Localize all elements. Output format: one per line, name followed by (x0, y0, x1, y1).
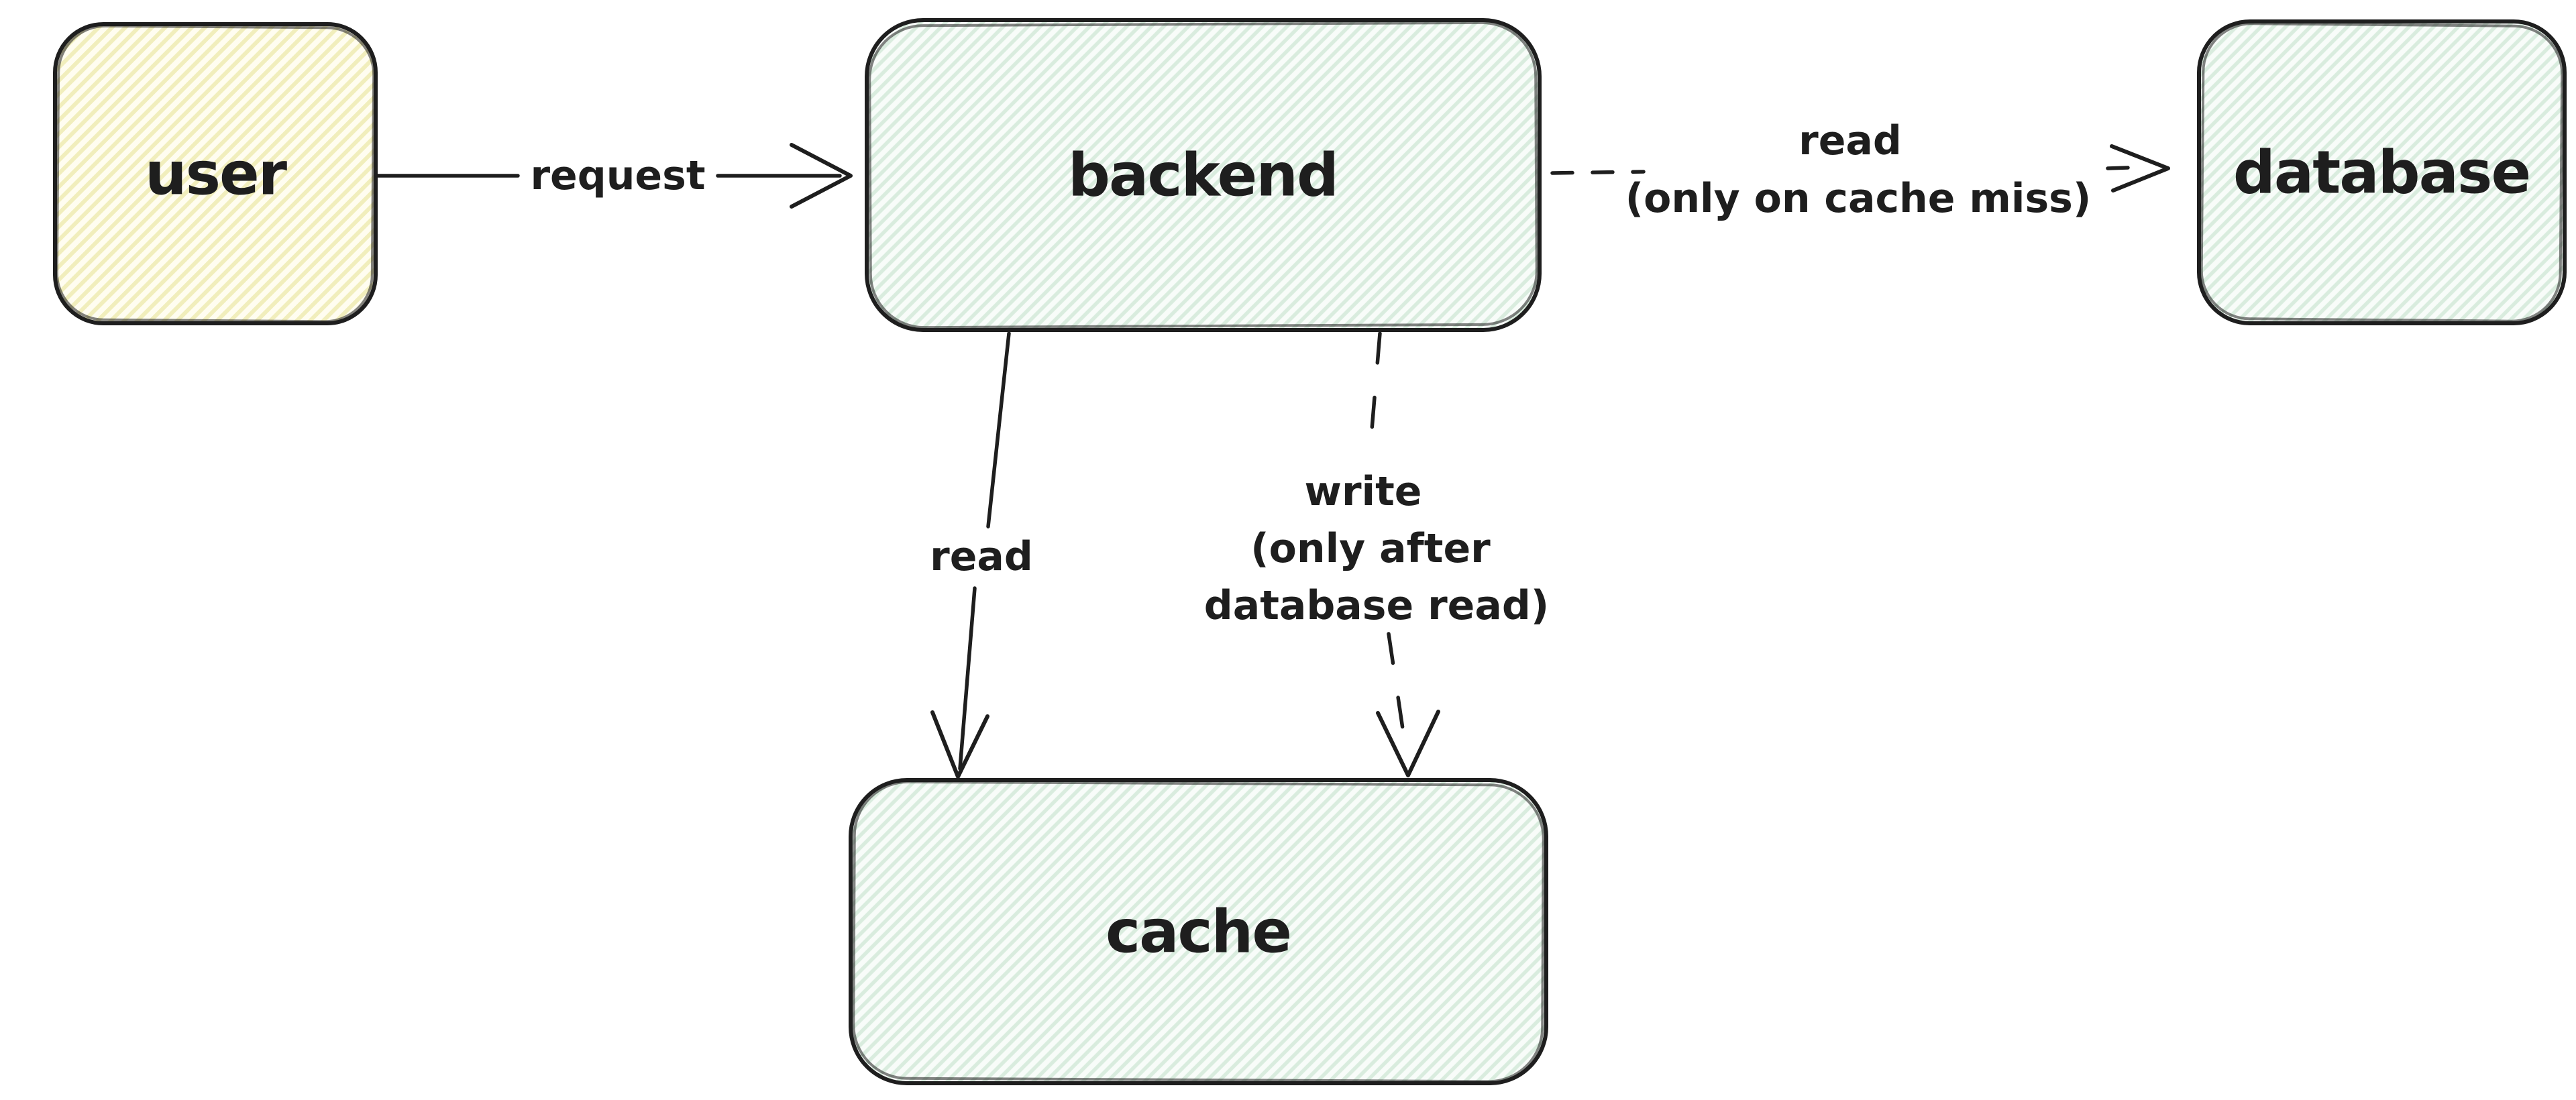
node-cache[interactable]: cache (849, 778, 1548, 1085)
node-cache-hatch (851, 780, 1546, 1083)
node-backend-hatch (867, 20, 1540, 330)
node-database-label: database (2233, 138, 2530, 207)
edge-cache-write-label-line1: write (1305, 468, 1422, 515)
edge-cache-read-line-bottom (958, 586, 977, 771)
node-database-border-overdraw (2200, 22, 2564, 323)
edge-backend-to-cache-write[interactable]: write (only after database read) (1204, 331, 1549, 777)
edge-db-read-arrowhead-icon (2110, 144, 2170, 192)
edge-cache-write-arrowhead-icon (1376, 710, 1440, 777)
node-user-border-overdraw (55, 24, 376, 323)
node-cache-border (849, 778, 1548, 1085)
edge-cache-read-label: read (930, 533, 1033, 580)
node-backend-label: backend (1068, 141, 1338, 210)
edge-db-read-line-left (1550, 170, 1646, 175)
edge-cache-read-line-top (986, 331, 1011, 529)
edge-cache-write-line-bottom (1387, 632, 1408, 753)
edge-cache-read-arrowhead-icon (930, 710, 989, 779)
edge-user-to-backend[interactable]: request (375, 143, 853, 209)
node-cache-label: cache (1106, 897, 1291, 967)
node-database-hatch (2199, 21, 2565, 323)
edge-request-label: request (530, 152, 705, 199)
edge-request-arrowhead-icon (790, 143, 853, 209)
node-backend[interactable]: backend (865, 18, 1542, 332)
node-cache-border-overdraw (852, 780, 1545, 1083)
node-user-border (53, 22, 378, 325)
node-backend-border-overdraw (868, 21, 1538, 329)
node-user-hatch (55, 24, 376, 323)
edge-db-read-label-line2: (only on cache miss) (1625, 175, 2092, 222)
edge-backend-to-database[interactable]: read (only on cache miss) (1550, 117, 2170, 222)
edge-cache-write-line-top (1367, 331, 1382, 463)
edge-cache-write-label-line2: (only after (1250, 525, 1491, 572)
node-user[interactable]: user (53, 22, 378, 325)
node-backend-border (865, 18, 1542, 332)
node-user-label: user (145, 140, 288, 209)
edge-cache-write-label-line3: database read) (1204, 582, 1549, 629)
node-database-border (2197, 19, 2567, 325)
node-database[interactable]: database (2197, 19, 2567, 325)
edge-db-read-label-line1: read (1799, 117, 1902, 164)
edge-backend-to-cache-read[interactable]: read (930, 331, 1033, 779)
